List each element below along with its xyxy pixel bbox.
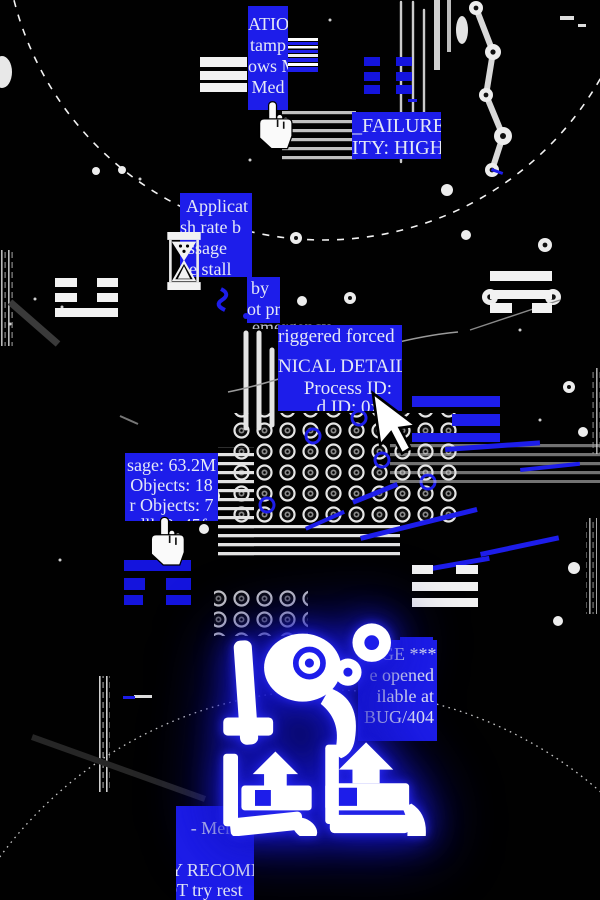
glitch-text-line: OT try rest xyxy=(176,880,243,900)
error-fragment-technical: riggered forced NICAL DETAIL Process ID:… xyxy=(278,325,402,411)
glitch-text-line: riggered forced xyxy=(278,326,395,347)
glitch-text-line: em xyxy=(247,320,280,323)
hourglass-busy-cursor xyxy=(167,232,201,290)
glitch-text-line: r Objects: 7 xyxy=(129,495,214,515)
glitch-text-line: Objects: 18 xyxy=(130,475,213,495)
glitch-text-line: ot pr xyxy=(247,299,280,319)
bug-glyph xyxy=(221,608,459,836)
glitch-text-line: Applicat xyxy=(186,196,248,216)
solder-pad-grid xyxy=(214,409,461,636)
glitch-text-line: BUG/404 xyxy=(363,707,434,727)
glitch-text-line: ITY: HIGH xyxy=(352,137,441,159)
glitch-text-line: dll: 0x45f xyxy=(125,515,218,521)
glitch-text-line: ows M xyxy=(248,56,288,76)
barcode-stripes xyxy=(288,38,318,72)
glitch-text-line: NICAL DETAIL xyxy=(278,356,402,377)
error-fragment-recommendation: - Mem Y RECOMM OT try rest /404 f xyxy=(176,806,254,900)
glitch-text-line: ue stall xyxy=(180,259,232,277)
arrow-pointer-cursor xyxy=(371,390,420,456)
emergency-text-fragment: emergency xyxy=(252,318,331,329)
error-fragment-notification: ATIO tamp ows M Med xyxy=(248,6,288,110)
bar-pattern-top-left xyxy=(200,57,247,92)
error-fragment-by: by ot pr em xyxy=(247,277,280,323)
bar-pattern-left-mid xyxy=(55,278,118,317)
glitch-text-line: e opened xyxy=(369,665,434,685)
error-fragment-failure: _FAILURE ITY: HIGH xyxy=(352,112,441,159)
glitch-text-line: tamp xyxy=(250,35,286,55)
bar-pattern-right-lower xyxy=(412,565,478,607)
bar-pattern-right-mid xyxy=(490,271,552,313)
glitch-text-line: Y RECOMM xyxy=(176,860,254,880)
glitch-text-line: _FAILURE xyxy=(352,115,441,137)
glitch-text-line: sage: 63.2M xyxy=(127,455,216,475)
dashed-circle-top xyxy=(13,0,600,241)
error-fragment-memory: sage: 63.2M Objects: 18 r Objects: 7 dll… xyxy=(125,453,218,521)
ribbon-traces xyxy=(218,108,600,558)
hand-pointer-cursor xyxy=(258,101,293,150)
machinery-fragments xyxy=(0,0,588,626)
glitch-text-line: d ID: 0x xyxy=(316,397,380,411)
glitch-text-line: Process ID: xyxy=(303,378,392,399)
glitch-text-line: by xyxy=(251,278,269,298)
hand-pointer-cursor xyxy=(150,516,185,566)
glitch-text-line: ilable at xyxy=(376,686,434,706)
bar-pattern-top-right xyxy=(364,57,412,94)
bar-pattern-left-lower xyxy=(124,560,191,605)
glitch-text-line: ATIO xyxy=(248,14,288,34)
glitch-text-line: Med xyxy=(251,77,285,97)
